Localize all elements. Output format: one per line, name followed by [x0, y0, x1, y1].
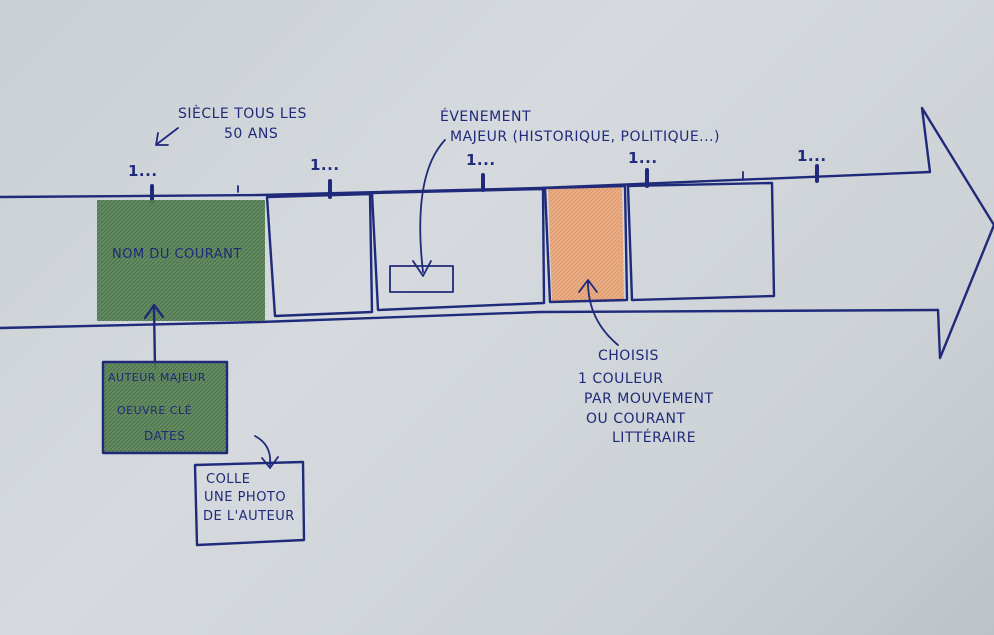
photo-note-line-2: UNE PHOTO	[204, 490, 286, 505]
arrow-event	[412, 139, 446, 277]
period-box	[626, 181, 776, 302]
author-box-line-1: AUTEUR MAJEUR	[108, 371, 206, 384]
period-box	[370, 187, 546, 312]
author-box-line-2: OEUVRE CLÉ	[117, 404, 192, 417]
author-box	[103, 362, 227, 453]
color-note-line-3: PAR MOUVEMENT	[584, 391, 714, 407]
arrow-head	[920, 106, 994, 360]
photo-note-line-3: DE L'AUTEUR	[203, 509, 295, 524]
arrow-to-green	[143, 303, 165, 370]
period-box	[265, 192, 374, 318]
tick-label: 1...	[628, 149, 658, 167]
arrow-century	[155, 127, 179, 146]
current-box-label: NOM DU COURANT	[112, 247, 242, 262]
arrow-to-photo	[254, 435, 279, 469]
color-note-line-5: LITTÉRAIRE	[612, 429, 696, 446]
tick-label: 1...	[797, 147, 827, 165]
color-note-line-1: CHOISIS	[598, 348, 659, 364]
author-box-outline	[101, 360, 229, 455]
color-note-line-4: OU COURANT	[586, 411, 686, 427]
current-box-green	[97, 200, 265, 321]
event-note-line-2: MAJEUR (HISTORIQUE, POLITIQUE...)	[450, 129, 720, 145]
current-box-orange	[548, 186, 624, 302]
century-note-line-2: 50 ANS	[224, 126, 278, 142]
century-note-line-1: SIÈCLE TOUS LES	[178, 105, 307, 122]
tick-label: 1...	[466, 151, 496, 169]
author-box-line-3: DATES	[144, 429, 185, 443]
color-note-line-2: 1 COULEUR	[578, 371, 664, 387]
tick-label: 1...	[128, 162, 158, 180]
event-note-line-1: ÉVENEMENT	[440, 108, 531, 125]
arrow-color	[578, 279, 619, 346]
event-marker-box	[389, 265, 454, 293]
arrow-bottom-line	[0, 308, 940, 330]
photo-note-line-1: COLLE	[206, 472, 251, 487]
orange-box-outline	[543, 184, 629, 304]
tick-label: 1...	[310, 156, 340, 174]
